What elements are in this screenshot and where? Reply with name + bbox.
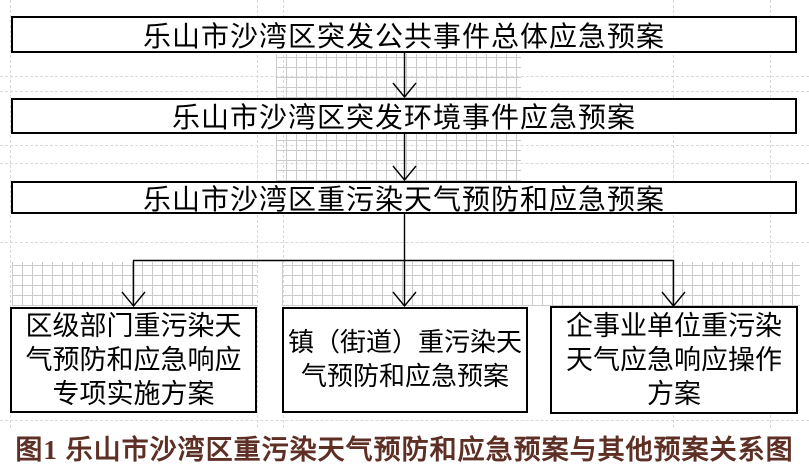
figure-caption: 图1 乐山市沙湾区重污染天气预防和应急预案与其他预案关系图 xyxy=(15,435,794,465)
box-enterprises-line1: 企事业单位重污染 xyxy=(566,311,782,341)
grid-hline xyxy=(0,420,809,421)
fine-grid-patch xyxy=(12,262,257,306)
grid-vline xyxy=(283,0,284,428)
grid-vline xyxy=(673,0,674,428)
box-enterprises-line2: 天气应急响应操作 xyxy=(566,345,782,375)
box-district-departments-line2: 气预防和应急响应 xyxy=(25,345,242,375)
box-towns-streets-line2: 气预防和应急预案 xyxy=(300,362,509,391)
box-environment-emergency-plan-label: 乐山市沙湾区突发环境事件应急预案 xyxy=(171,103,636,134)
grid-vline xyxy=(10,0,11,428)
box-towns-streets-line1: 镇（街道）重污染天 xyxy=(287,328,522,357)
grid-vline xyxy=(257,0,258,428)
box-overall-emergency-plan-label: 乐山市沙湾区突发公共事件总体应急预案 xyxy=(142,21,665,53)
box-enterprises-plan: 企事业单位重污染 天气应急响应操作 方案 xyxy=(550,306,798,414)
box-district-departments-plan: 区级部门重污染天 气预防和应急响应 专项实施方案 xyxy=(10,307,257,413)
box-district-departments-line1: 区级部门重污染天 xyxy=(25,311,242,341)
box-towns-streets-plan: 镇（街道）重污染天 气预防和应急预案 xyxy=(282,307,528,413)
fine-grid-patch xyxy=(282,262,800,306)
box-district-departments-line3: 专项实施方案 xyxy=(52,379,215,409)
box-environment-emergency-plan: 乐山市沙湾区突发环境事件应急预案 xyxy=(11,98,797,134)
box-enterprises-line3: 方案 xyxy=(647,379,701,409)
box-overall-emergency-plan: 乐山市沙湾区突发公共事件总体应急预案 xyxy=(11,16,797,53)
box-heavy-pollution-plan-label: 乐山市沙湾区重污染天气预防和应急预案 xyxy=(142,184,665,216)
grid-vline xyxy=(770,0,771,428)
box-heavy-pollution-plan: 乐山市沙湾区重污染天气预防和应急预案 xyxy=(11,181,797,216)
